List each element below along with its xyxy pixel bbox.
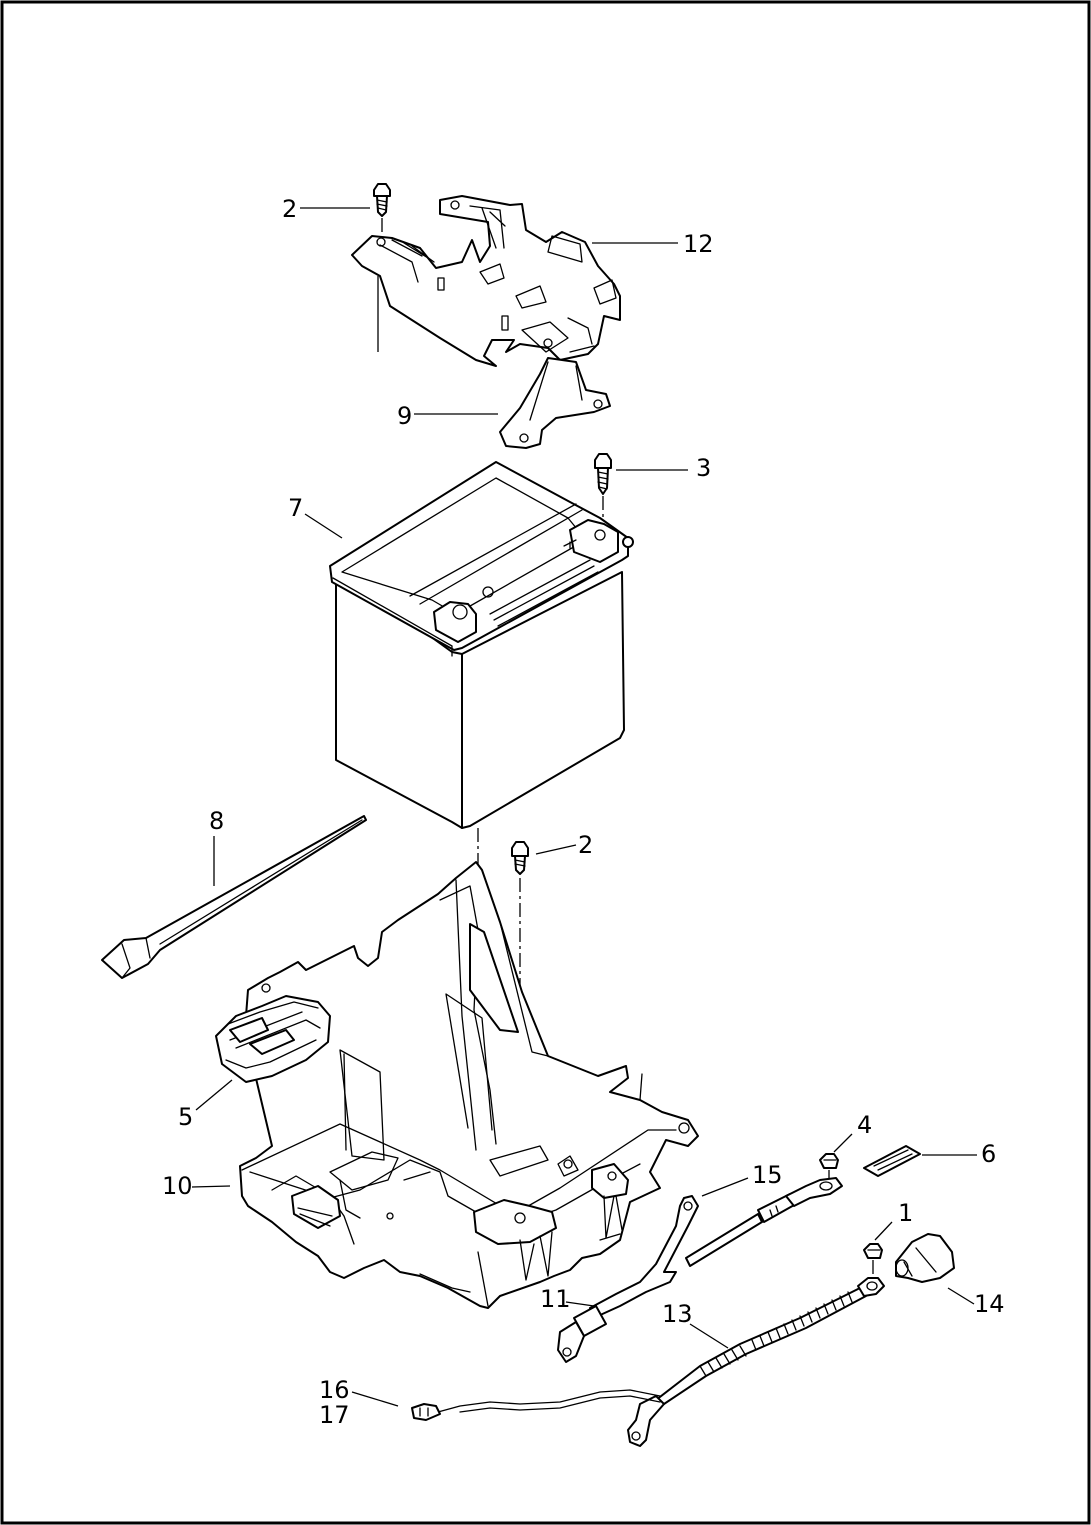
nut-1 bbox=[863, 1243, 883, 1276]
label-6 bbox=[863, 1145, 921, 1177]
callout-14: 14 bbox=[974, 1290, 1005, 1318]
callout-16: 16 bbox=[319, 1376, 350, 1404]
cable-strap-8 bbox=[101, 815, 367, 979]
callout-4: 4 bbox=[857, 1111, 872, 1139]
callout-9: 9 bbox=[397, 402, 412, 430]
cable-15 bbox=[685, 1177, 843, 1267]
screw-2-top bbox=[373, 183, 391, 352]
callout-13: 13 bbox=[662, 1300, 693, 1328]
hold-down-bracket-12 bbox=[351, 195, 621, 367]
terminal-cover-14 bbox=[895, 1233, 955, 1283]
leader-lines bbox=[191, 207, 977, 1407]
cable-13 bbox=[437, 1277, 885, 1447]
callout-12: 12 bbox=[683, 230, 714, 258]
callout-8: 8 bbox=[209, 807, 224, 835]
callout-3: 3 bbox=[696, 454, 711, 482]
connector-16-17 bbox=[411, 1403, 441, 1421]
screw-3 bbox=[594, 453, 612, 520]
battery-7 bbox=[329, 461, 634, 829]
callout-7: 7 bbox=[288, 494, 303, 522]
callout-15: 15 bbox=[752, 1161, 783, 1189]
screw-2-middle bbox=[511, 841, 529, 875]
callout-5: 5 bbox=[178, 1103, 193, 1131]
bracket-9 bbox=[499, 357, 611, 449]
pad-5 bbox=[215, 995, 331, 1083]
callout-6: 6 bbox=[981, 1140, 996, 1168]
callout-10: 10 bbox=[162, 1172, 193, 1200]
callout-11: 11 bbox=[540, 1285, 571, 1313]
callout-17: 17 bbox=[319, 1401, 350, 1429]
callout-1: 1 bbox=[898, 1199, 913, 1227]
callout-2-top: 2 bbox=[282, 195, 297, 223]
battery-tray-10 bbox=[239, 861, 699, 1309]
callout-2-middle: 2 bbox=[578, 831, 593, 859]
ground-cable-11 bbox=[557, 1195, 699, 1363]
nut-4 bbox=[819, 1153, 839, 1184]
